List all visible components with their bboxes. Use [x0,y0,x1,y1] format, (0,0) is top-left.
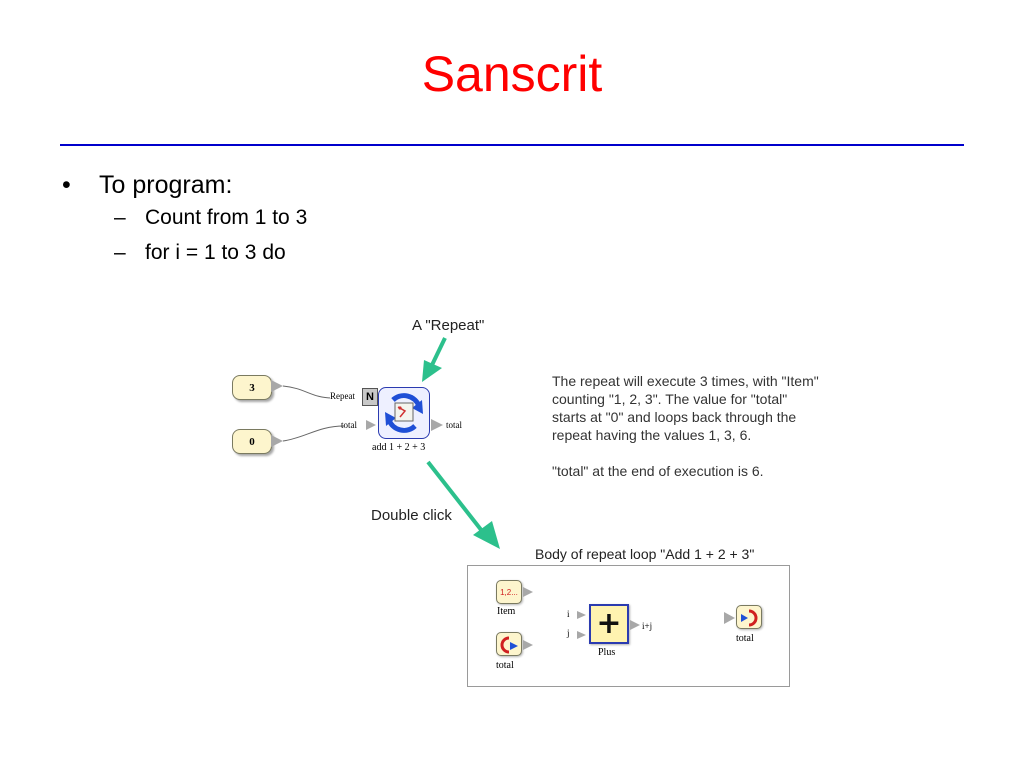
constant-three-block[interactable]: 3 [232,375,272,400]
repeat-explanation: The repeat will execute 3 times, with "I… [552,372,882,480]
port-repeat-label: Repeat [330,391,355,401]
explanation-line: counting "1, 2, 3". The value for "total… [552,391,788,407]
callout-double-click-label: Double click [371,507,452,524]
plus-port-j-icon [577,631,586,639]
constant-three-value: 3 [249,381,255,394]
explanation-line [552,444,882,462]
constant-zero-block[interactable]: 0 [232,429,272,454]
feedback-out-icon [741,609,758,627]
total-sink-block[interactable] [736,605,762,629]
item-out-port-icon [523,587,533,597]
title-rule [60,144,964,146]
explanation-line: The repeat will execute 3 times, with "I… [552,373,819,389]
repeat-node[interactable] [378,387,430,439]
n-badge: N [362,388,378,406]
slide-title: Sanscrit [421,46,603,102]
total-sink-label: total [736,633,754,644]
dash-1: – [114,206,126,229]
wire-three-to-repeat [282,385,333,399]
plus-port-i-label: i [567,609,570,619]
total-source-block[interactable] [496,632,522,656]
body-panel-title: Body of repeat loop "Add 1 + 2 + 3" [535,546,755,562]
bullet-to-program: To program: [99,171,233,199]
constant-zero-value: 0 [249,435,255,448]
explanation-line: repeat having the values 1, 3, 6. [552,427,752,443]
plus-icon: + [596,606,622,641]
item-source-label: Item [497,606,516,617]
total-out-port-icon [523,640,533,650]
arrow-double-click [426,460,484,533]
port-total-out-icon [431,419,443,431]
subbullet-count: Count from 1 to 3 [145,206,308,229]
total-source-label: total [496,660,514,671]
feedback-in-icon [500,636,518,654]
explanation-line: "total" at the end of execution is 6. [552,463,764,479]
arrow-double-click-head [473,521,500,549]
wire-zero-to-total [282,425,345,442]
repeat-node-caption: add 1 + 2 + 3 [372,442,426,453]
item-source-block[interactable]: 1,2... [496,580,522,604]
plus-port-j-label: j [567,628,570,638]
n-badge-text: N [366,391,374,403]
constant-three-out-port-icon [271,380,283,392]
port-total-in-label: total [341,420,357,430]
plus-node[interactable]: + [589,604,629,644]
total-sink-in-port-icon [724,612,735,624]
subbullet-for-loop: for i = 1 to 3 do [145,241,286,264]
arrow-repeat [430,337,447,366]
plus-node-label: Plus [598,647,616,658]
port-total-out-label: total [446,420,462,430]
arrow-repeat-head [422,360,442,382]
item-source-icon-text: 1,2... [500,587,518,597]
explanation-line: starts at "0" and loops back through the [552,409,797,425]
repeat-loop-icon [385,393,423,433]
callout-repeat-label: A "Repeat" [412,317,485,334]
port-total-in-icon [366,420,376,430]
bullet-dot: • [62,171,71,199]
constant-zero-out-port-icon [271,435,283,447]
plus-out-port-icon [630,620,640,630]
plus-port-ij-label: i+j [642,621,653,631]
plus-port-i-icon [577,611,586,619]
dash-2: – [114,241,126,264]
